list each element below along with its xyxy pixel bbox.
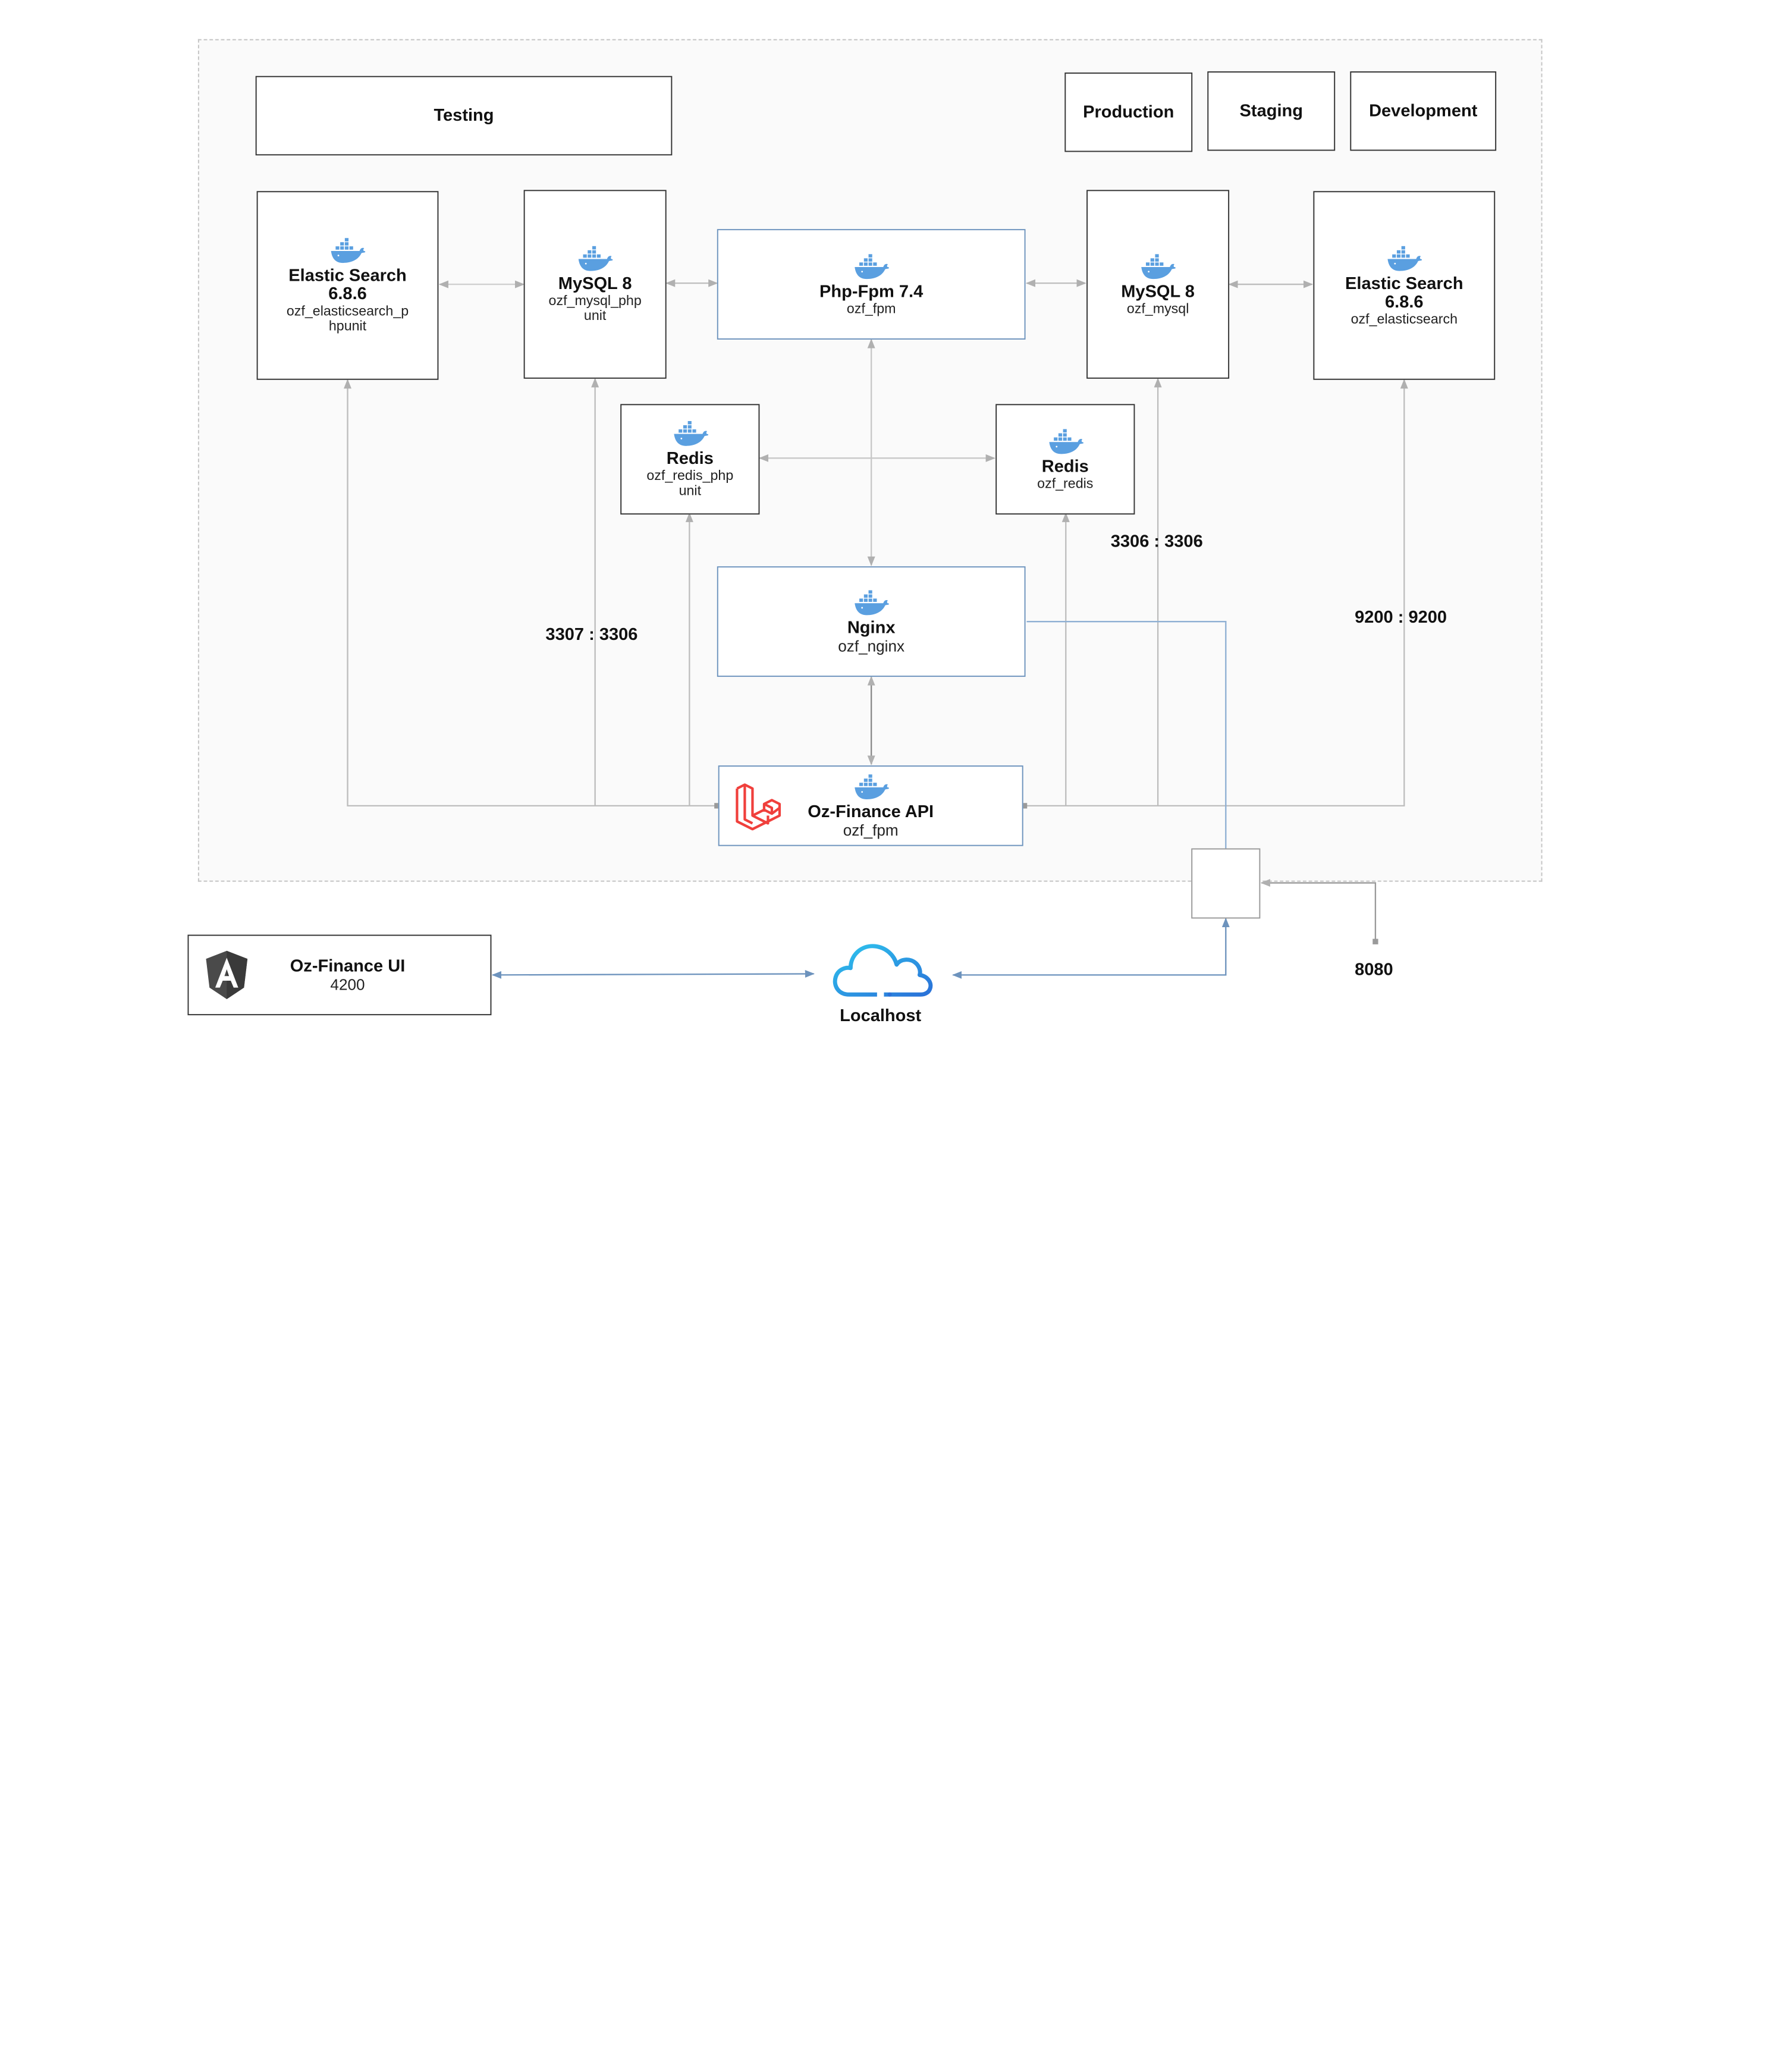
env-development-box: Development	[1350, 71, 1497, 151]
connectors	[344, 279, 1408, 979]
ui-title: Oz-Finance UI	[290, 956, 406, 976]
docker-whale-icon	[329, 237, 366, 265]
docker-whale-icon	[577, 245, 614, 272]
mysql-test-sub-2: unit	[583, 307, 607, 324]
redis-test-node: Redis ozf_redis_php unit	[620, 404, 760, 515]
docker-whale-icon	[1386, 244, 1422, 272]
link-nginx-port	[1026, 621, 1227, 849]
phpfpm-title: Php-Fpm 7.4	[819, 281, 924, 302]
ui-sub: 4200	[330, 975, 365, 993]
nginx-node: Nginx ozf_nginx	[717, 566, 1026, 677]
docker-whale-icon	[852, 773, 889, 800]
link-8080-port	[1260, 879, 1378, 944]
es-title-2: 6.8.6	[1385, 291, 1424, 312]
docker-whale-icon	[853, 253, 890, 280]
es-sub: ozf_elasticsearch	[1350, 310, 1458, 327]
link-api-left-bus	[344, 379, 720, 809]
mysql-title: MySQL 8	[1121, 281, 1195, 302]
ui-node: Oz-Finance UI 4200	[187, 934, 492, 1016]
port-label-mysql: 3306 : 3306	[1110, 532, 1203, 552]
phpfpm-sub: ozf_fpm	[846, 300, 896, 316]
redis-title: Redis	[1041, 456, 1089, 476]
mysql-test-title: MySQL 8	[558, 274, 632, 294]
mysql-test-sub-1: ozf_mysql_php	[548, 292, 642, 309]
env-production-label: Production	[1083, 102, 1174, 123]
cloud-icon	[833, 944, 933, 997]
env-testing-label: Testing	[434, 106, 494, 125]
es-title-1: Elastic Search	[1345, 273, 1463, 293]
redis-test-sub-1: ozf_redis_php	[646, 467, 734, 484]
localhost-label-wrap: Localhost	[823, 1006, 938, 1027]
es-node: Elastic Search 6.8.6 ozf_elasticsearch	[1313, 191, 1496, 380]
env-development-label: Development	[1369, 101, 1478, 121]
es-test-node: Elastic Search 6.8.6 ozf_elasticsearch_p…	[256, 191, 439, 380]
nginx-title: Nginx	[847, 617, 896, 638]
link-localhost-port	[951, 917, 1230, 979]
redis-node: Redis ozf_redis	[995, 404, 1135, 515]
port-mapping-box	[1191, 848, 1261, 919]
mysql-sub: ozf_mysql	[1126, 300, 1189, 316]
env-production-box: Production	[1064, 72, 1193, 152]
es-test-sub-2: hpunit	[328, 318, 367, 334]
redis-test-title: Redis	[666, 448, 714, 469]
port-label-mysql-test: 3307 : 3306	[545, 624, 638, 645]
docker-whale-icon	[671, 420, 708, 447]
nginx-sub: ozf_nginx	[838, 637, 905, 655]
angular-icon	[206, 950, 248, 1000]
docker-whale-icon	[853, 589, 890, 616]
redis-test-sub-2: unit	[679, 482, 702, 499]
link-api-right-bus	[1021, 379, 1408, 809]
env-testing-box: Testing	[255, 76, 673, 156]
port-label-es: 9200 : 9200	[1355, 607, 1447, 627]
env-staging-box: Staging	[1207, 71, 1336, 151]
redis-sub: ozf_redis	[1037, 475, 1094, 491]
docker-whale-icon	[1139, 253, 1176, 280]
api-title: Oz-Finance API	[808, 802, 934, 821]
phpfpm-node: Php-Fpm 7.4 ozf_fpm	[717, 229, 1026, 340]
link-ui-localhost	[491, 969, 815, 979]
es-test-title-1: Elastic Search	[288, 266, 407, 286]
api-sub: ozf_fpm	[843, 821, 899, 839]
es-test-title-2: 6.8.6	[328, 284, 367, 304]
mysql-test-node: MySQL 8 ozf_mysql_php unit	[523, 190, 667, 379]
api-node: Oz-Finance API ozf_fpm	[718, 765, 1023, 846]
env-staging-label: Staging	[1239, 101, 1303, 121]
es-test-sub-1: ozf_elasticsearch_p	[286, 303, 409, 319]
localhost-label: Localhost	[840, 1006, 922, 1026]
port-label-nginx: 8080	[1355, 960, 1393, 980]
mysql-node: MySQL 8 ozf_mysql	[1086, 190, 1230, 379]
docker-whale-icon	[1047, 428, 1083, 455]
laravel-icon	[736, 783, 781, 831]
